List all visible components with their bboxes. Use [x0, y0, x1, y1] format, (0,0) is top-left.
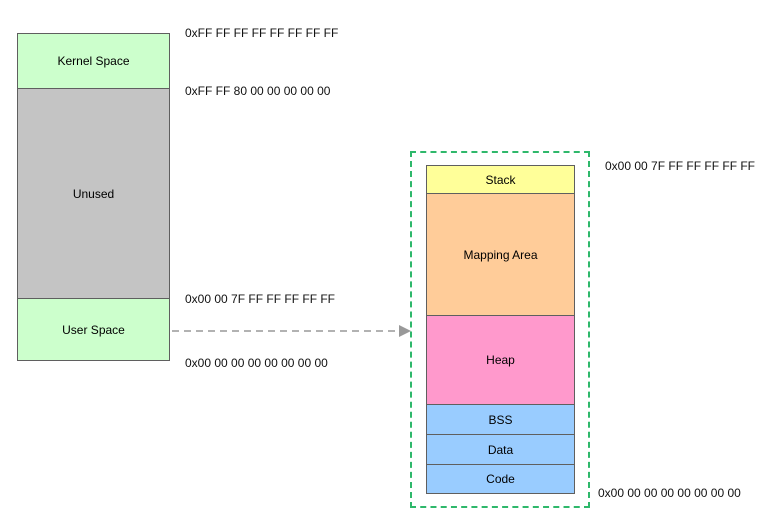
segment-user-space: User Space [17, 298, 170, 361]
detail-address-label-top: 0x00 00 7F FF FF FF FF FF [605, 159, 756, 173]
address-label-top: 0xFF FF FF FF FF FF FF FF [185, 26, 339, 40]
segment-bss: BSS [426, 404, 575, 435]
segment-data-label: Data [487, 442, 514, 457]
segment-mapping-area: Mapping Area [426, 193, 575, 316]
segment-code: Code [426, 464, 575, 494]
segment-kernel-space: Kernel Space [17, 33, 170, 89]
segment-unused-label: Unused [72, 186, 115, 201]
detail-address-label-bottom: 0x00 00 00 00 00 00 00 00 [598, 486, 741, 500]
segment-bss-label: BSS [488, 412, 513, 427]
address-label-kernel-base: 0xFF FF 80 00 00 00 00 00 [185, 84, 331, 98]
segment-code-label: Code [486, 472, 515, 486]
segment-stack-label: Stack [485, 172, 516, 187]
segment-mapping-area-label: Mapping Area [463, 247, 538, 262]
segment-unused: Unused [17, 88, 170, 299]
address-label-user-top: 0x00 00 7F FF FF FF FF FF [185, 292, 336, 306]
segment-data: Data [426, 434, 575, 465]
segment-heap-label: Heap [486, 353, 515, 367]
segment-kernel-space-label: Kernel Space [57, 54, 130, 68]
dashed-arrow [172, 325, 411, 337]
segment-heap: Heap [426, 315, 575, 405]
segment-stack: Stack [426, 165, 575, 194]
address-label-zero: 0x00 00 00 00 00 00 00 00 [185, 356, 328, 370]
dashed-arrow-head [399, 325, 411, 337]
user-space-detail-box [410, 151, 590, 508]
segment-user-space-label: User Space [62, 322, 125, 337]
